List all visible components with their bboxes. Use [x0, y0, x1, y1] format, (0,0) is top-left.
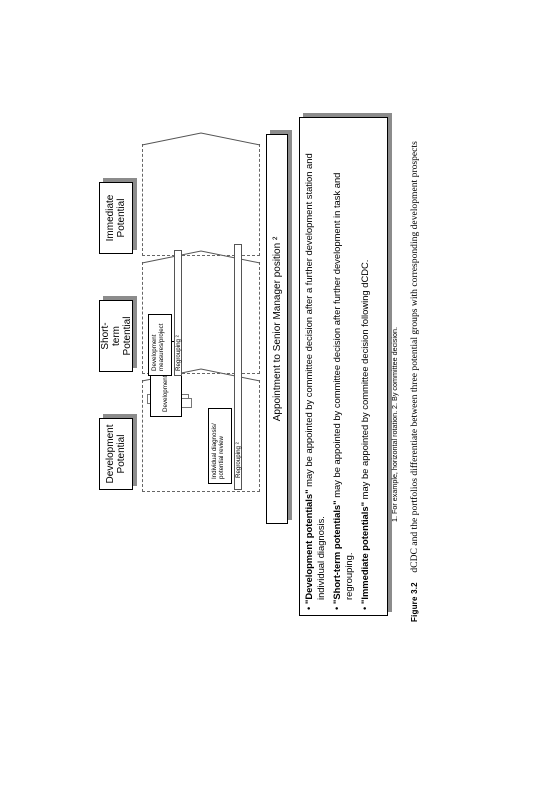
bullet-short-term: • "Short-term potentials" may be appoint… [331, 172, 354, 610]
bullet-immediate: • "Immediate potentials" may be appointe… [359, 259, 370, 610]
development-measures-label: Development measures/project [151, 323, 165, 371]
figure-3-2-diagram: Development Potential Short-term Potenti… [0, 96, 428, 622]
header-immediate-potential-label: Immediate Potential [105, 194, 127, 242]
footnote: 1. For example, horizontal rotation. 2. … [390, 327, 399, 522]
appointment-label: Appointment to Senior Manager position ² [271, 236, 283, 422]
individual-diagnosis-label: Individual diagnosis/ potential review [211, 423, 225, 479]
header-development-potential-label: Development Potential [105, 424, 127, 484]
figure-caption-text: dCDC and the portfolios differentiate be… [409, 141, 420, 573]
immediate-area [142, 144, 260, 256]
regrouping-label-short: Regrouping ² [175, 335, 182, 371]
regrouping-label-long: Regrouping ² [235, 442, 242, 478]
header-short-term-potential-label: Short-term Potential [99, 316, 133, 356]
figure-label: Figure 3.2 [410, 582, 419, 622]
figure-caption: Figure 3.2 dCDC and the portfolios diffe… [409, 141, 420, 622]
bullet-list: • "Development potentials" may be appoin… [303, 124, 375, 610]
bullet-development: • "Development potentials" may be appoin… [303, 153, 326, 610]
immediate-chevron [141, 132, 261, 146]
